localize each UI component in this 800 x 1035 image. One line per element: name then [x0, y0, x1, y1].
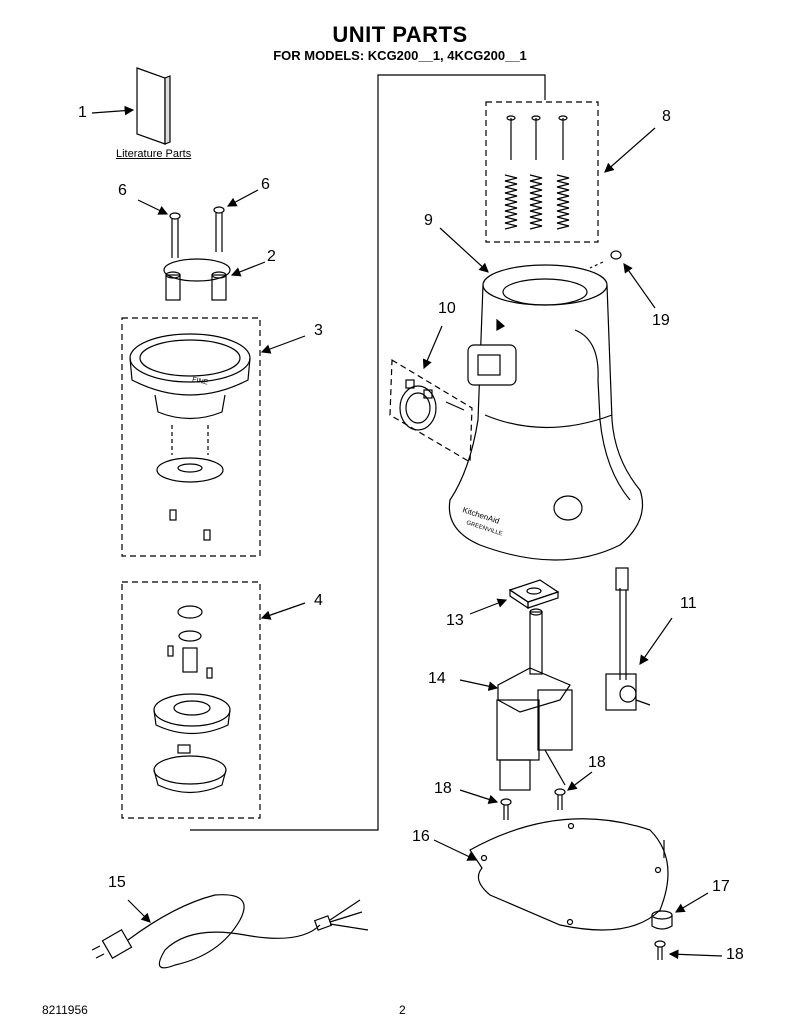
- page-title: UNIT PARTS: [332, 22, 468, 47]
- hopper-bracket-part: [163, 258, 231, 301]
- assembly-guide-line: [190, 74, 546, 831]
- callout-label-16: 16: [412, 828, 430, 845]
- screw-part-6b: [213, 206, 225, 252]
- hopper-pins-springs-part: [504, 115, 570, 230]
- box-part-3: [121, 317, 261, 557]
- lower-burr-assembly-part: [153, 605, 231, 794]
- screw-part-18b: [554, 788, 566, 810]
- rubber-foot-part: [651, 910, 673, 930]
- doc-number: 8211956: [42, 1003, 88, 1017]
- callout-label-15: 15: [108, 874, 126, 891]
- screw-part-18c: [654, 940, 666, 960]
- callout-arrow-18b: [567, 771, 593, 791]
- callout-arrow-18c: [668, 949, 723, 960]
- callout-label-18b: 18: [588, 754, 606, 771]
- callout-label-19: 19: [652, 312, 670, 329]
- page-number: 2: [399, 1003, 406, 1017]
- switch-part: [605, 567, 651, 711]
- callout-label-9: 9: [424, 212, 433, 229]
- callout-arrow-15: [127, 899, 151, 923]
- callout-arrow-16: [433, 839, 478, 861]
- callout-label-2: 2: [267, 248, 276, 265]
- callout-arrow-19: [623, 263, 656, 309]
- callout-arrow-17: [674, 892, 709, 913]
- callout-arrow-8: [604, 127, 656, 173]
- callout-arrow-14: [459, 679, 499, 691]
- callout-arrow-6b: [226, 189, 259, 207]
- callout-label-10: 10: [438, 300, 456, 317]
- timer-knob-part: [399, 379, 465, 431]
- callout-label-13: 13: [446, 612, 464, 629]
- callout-arrow-1: [91, 105, 135, 116]
- callout-arrow-18a: [459, 789, 499, 804]
- callout-arrow-11: [639, 617, 673, 665]
- callout-label-18c: 18: [726, 946, 744, 963]
- box-part-4: [121, 581, 261, 819]
- main-housing-part: [448, 264, 644, 561]
- literature-parts-label: Literature Parts: [116, 148, 192, 160]
- base-plate-part: [469, 818, 669, 931]
- callout-arrow-2: [230, 261, 266, 277]
- callout-arrow-3: [260, 335, 306, 354]
- callout-label-6a: 6: [118, 182, 127, 199]
- screw-part-18a: [500, 798, 512, 820]
- callout-label-18a: 18: [434, 780, 452, 797]
- callout-arrow-10: [422, 325, 443, 370]
- callout-label-14: 14: [428, 670, 446, 687]
- box-part-10: [389, 358, 473, 464]
- screw-part-6a: [169, 212, 181, 258]
- box-part-8: [485, 101, 599, 243]
- callout-label-4: 4: [314, 592, 323, 609]
- callout-arrow-9: [439, 227, 489, 273]
- callout-label-8: 8: [662, 108, 671, 125]
- callout-arrow-6a: [137, 199, 169, 215]
- callout-label-1: 1: [78, 104, 87, 121]
- callout-label-11: 11: [680, 595, 697, 612]
- callout-label-3: 3: [314, 322, 323, 339]
- callout-label-6b: 6: [261, 176, 270, 193]
- bearing-pad-part: [508, 579, 560, 610]
- callout-label-17: 17: [712, 878, 730, 895]
- power-cord-part: [91, 894, 369, 969]
- screw-part-19: [589, 250, 622, 269]
- literature-booklet: [136, 67, 171, 145]
- callout-arrow-4: [260, 602, 306, 620]
- callout-arrow-13: [469, 598, 508, 615]
- model-subtitle: FOR MODELS: KCG200__1, 4KCG200__1: [273, 48, 527, 63]
- burr-ring-part: [129, 333, 251, 541]
- motor-part: [496, 608, 573, 791]
